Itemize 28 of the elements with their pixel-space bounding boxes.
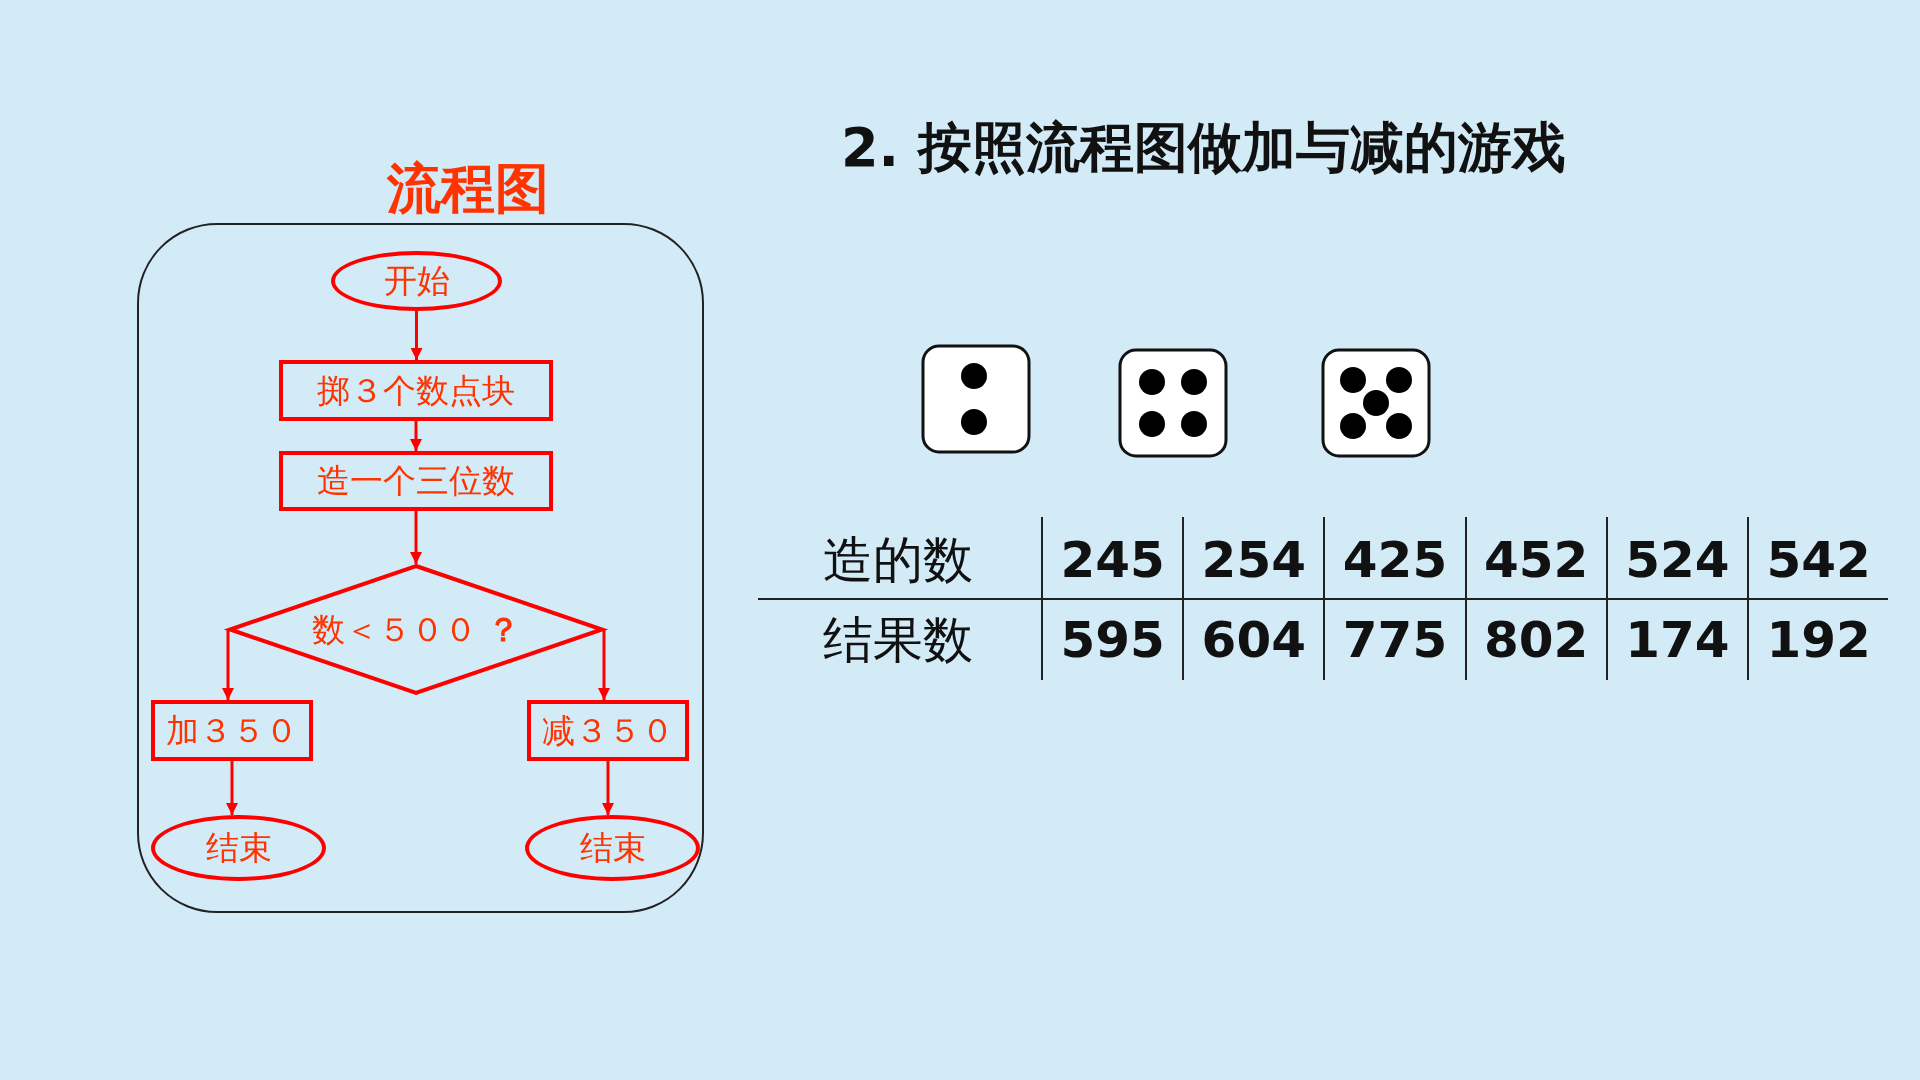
end-oval: 结束 [525,815,700,881]
arrow [602,761,614,816]
arrow [226,761,238,816]
start-oval: 开始 [331,251,502,311]
row-heading: 造的数 [823,532,973,588]
number-text: 254 [1201,532,1306,588]
row-heading: 结果数 [823,612,973,668]
number-text: 802 [1484,612,1589,668]
number-text: 595 [1060,612,1165,668]
slide-title: 2. 按照流程图做加与减的游戏 [841,116,1566,181]
flowchart-heading: 流程图 [387,159,549,219]
process-box: 掷３个数点块 [279,360,553,421]
process-box: 加３５０ [151,700,313,761]
number-text: 604 [1201,612,1306,668]
end-oval: 结束 [151,815,326,881]
number-text: 775 [1342,612,1448,668]
number-text: 174 [1625,612,1730,668]
number-text: 245 [1060,532,1165,588]
arrow [410,311,423,360]
process-box: 造一个三位数 [279,451,553,511]
arrow [410,421,422,451]
number-text: 452 [1484,532,1589,588]
arrow [410,511,422,564]
number-text: 524 [1625,532,1730,588]
number-text: 425 [1342,532,1448,588]
number-text: 542 [1766,532,1871,588]
process-box: 减３５０ [527,700,689,761]
number-text: 192 [1766,612,1871,668]
